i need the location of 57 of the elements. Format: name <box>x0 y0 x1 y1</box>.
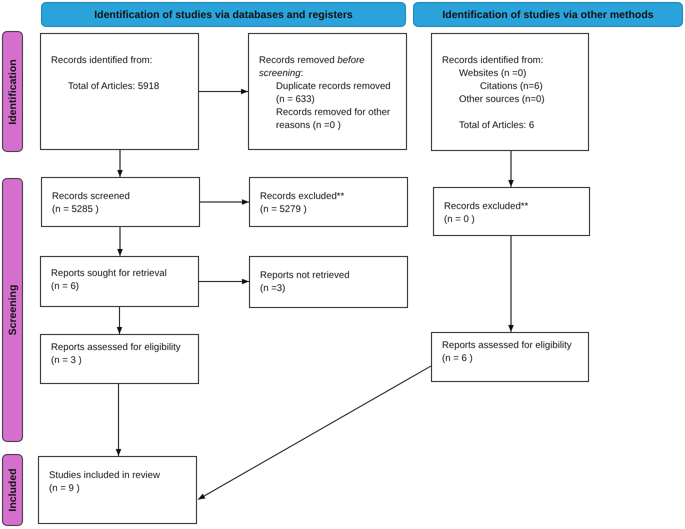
process-box <box>40 334 199 384</box>
process-box <box>431 332 589 382</box>
arrow <box>116 384 122 456</box>
process-box <box>249 256 408 308</box>
process-box <box>40 256 199 307</box>
box-text: Records identified from: <box>51 54 152 67</box>
box-text: Records identified from: <box>442 54 544 67</box>
process-box <box>433 187 590 236</box>
process-box <box>41 177 200 227</box>
box-text: Citations (n=6) <box>479 80 543 93</box>
arrow <box>116 306 122 334</box>
box-text: Reports assessed for eligibility <box>442 339 572 352</box>
box-text: (n = 5285 ) <box>52 203 99 216</box>
phase-label-bar <box>2 178 23 442</box>
arrow <box>198 88 248 94</box>
box-text: (n =3) <box>260 282 286 295</box>
box-text: Records removed for other reasons (n =0 ) <box>275 106 392 132</box>
header-text: Identification of studies via other methods <box>442 8 654 20</box>
section-header <box>413 2 683 27</box>
box-text: Records excluded** <box>260 190 344 203</box>
box-text: Records screened <box>52 190 130 203</box>
box-text: (n = 6 ) <box>442 352 473 365</box>
box-text: Websites (n =0) <box>458 67 526 80</box>
arrow <box>508 236 514 332</box>
box-text: Records removed before screening: <box>259 54 366 80</box>
arrow <box>508 150 514 188</box>
phase-label: Identification <box>6 58 18 124</box>
box-text: Duplicate records removed (n = 633) <box>275 80 392 106</box>
arrow <box>198 278 250 284</box>
box-text: (n = 3 ) <box>51 354 82 367</box>
arrow <box>200 199 250 205</box>
header-text: Identification of studies via databases and registers <box>94 8 353 20</box>
phase-label-bar <box>2 31 23 152</box>
phase-label: Screening <box>6 284 18 336</box>
process-box <box>249 177 408 227</box>
box-text: Other sources (n=0) <box>458 93 545 106</box>
phase-label: Included <box>6 468 18 512</box>
box-text: Total of Articles: 5918 <box>67 80 160 93</box>
process-box <box>431 33 589 151</box>
box-text: (n = 5279 ) <box>260 203 307 216</box>
arrow <box>198 366 432 500</box>
process-box <box>40 33 199 150</box>
process-box <box>248 33 407 150</box>
box-text: Reports not retrieved <box>260 269 350 282</box>
box-text: Reports sought for retrieval <box>51 267 167 280</box>
process-box <box>38 456 197 524</box>
box-text: (n = 6) <box>51 280 79 293</box>
box-text: (n = 9 ) <box>49 482 80 495</box>
section-header <box>41 2 406 27</box>
box-text: Studies included in review <box>49 469 160 482</box>
box-text: Records excluded** <box>444 200 528 213</box>
box-text: Reports assessed for eligibility <box>51 341 181 354</box>
phase-label-bar <box>2 454 23 526</box>
arrow <box>117 226 123 256</box>
box-text: (n = 0 ) <box>444 213 475 226</box>
box-text: Total of Articles: 6 <box>458 119 534 132</box>
arrow <box>117 150 123 178</box>
